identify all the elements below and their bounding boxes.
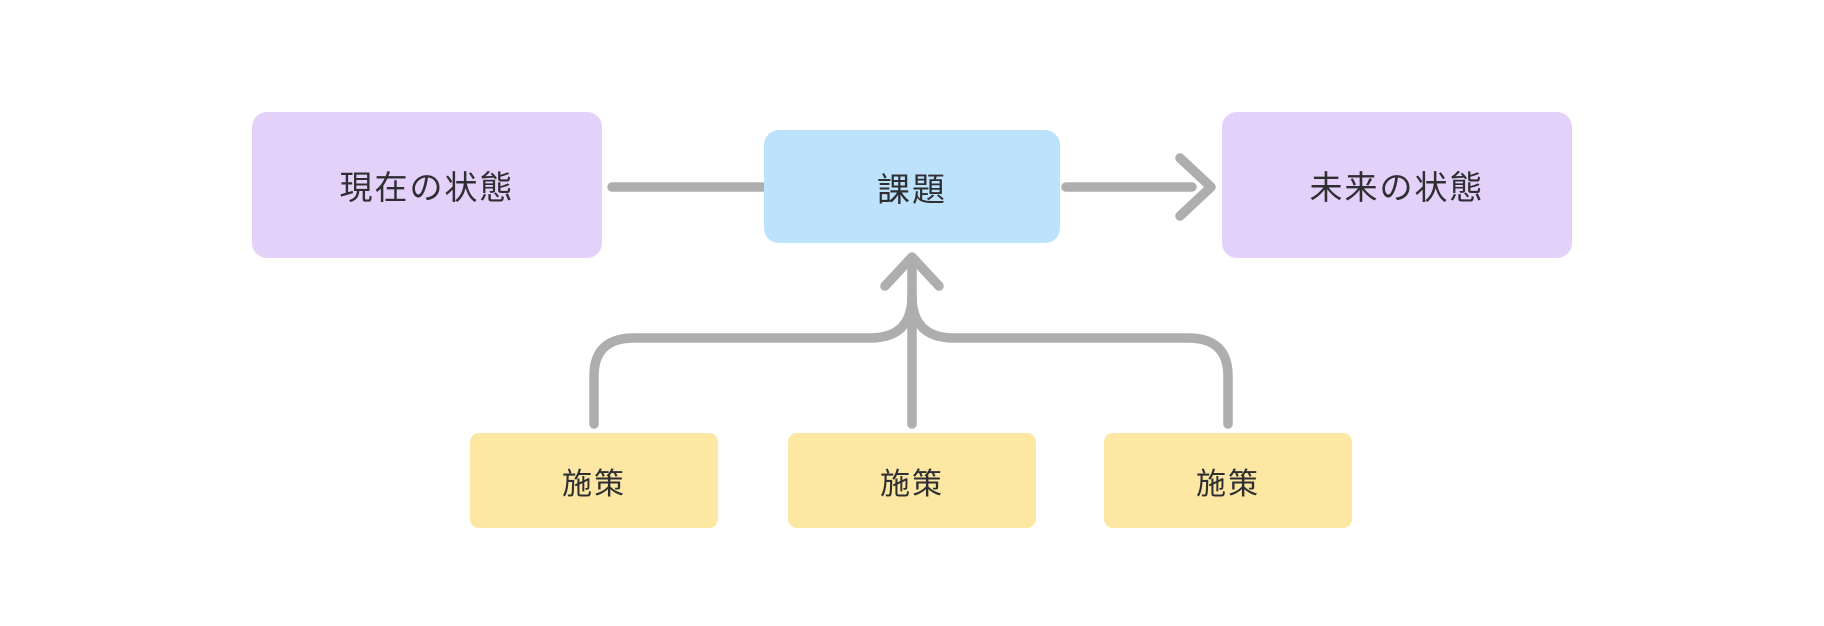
connector-measure-left-branch xyxy=(589,291,917,429)
node-current-state: 現在の状態 xyxy=(252,112,602,258)
node-issue: 課題 xyxy=(764,130,1060,243)
node-current-state-label: 現在の状態 xyxy=(339,169,515,206)
node-measure-1-label: 施策 xyxy=(562,467,626,501)
node-future-state-label: 未来の状態 xyxy=(1309,169,1485,206)
node-future-state: 未来の状態 xyxy=(1222,112,1572,258)
node-issue-label: 課題 xyxy=(877,170,947,208)
node-measure-2: 施策 xyxy=(788,433,1036,528)
connector-measure-right-branch xyxy=(907,291,1233,429)
arrowhead-up-icon xyxy=(880,252,944,291)
arrowhead-right-icon xyxy=(1175,153,1216,221)
node-measure-1: 施策 xyxy=(470,433,718,528)
node-measure-2-label: 施策 xyxy=(880,467,944,501)
node-measure-3-label: 施策 xyxy=(1196,467,1260,501)
node-measure-3: 施策 xyxy=(1104,433,1352,528)
